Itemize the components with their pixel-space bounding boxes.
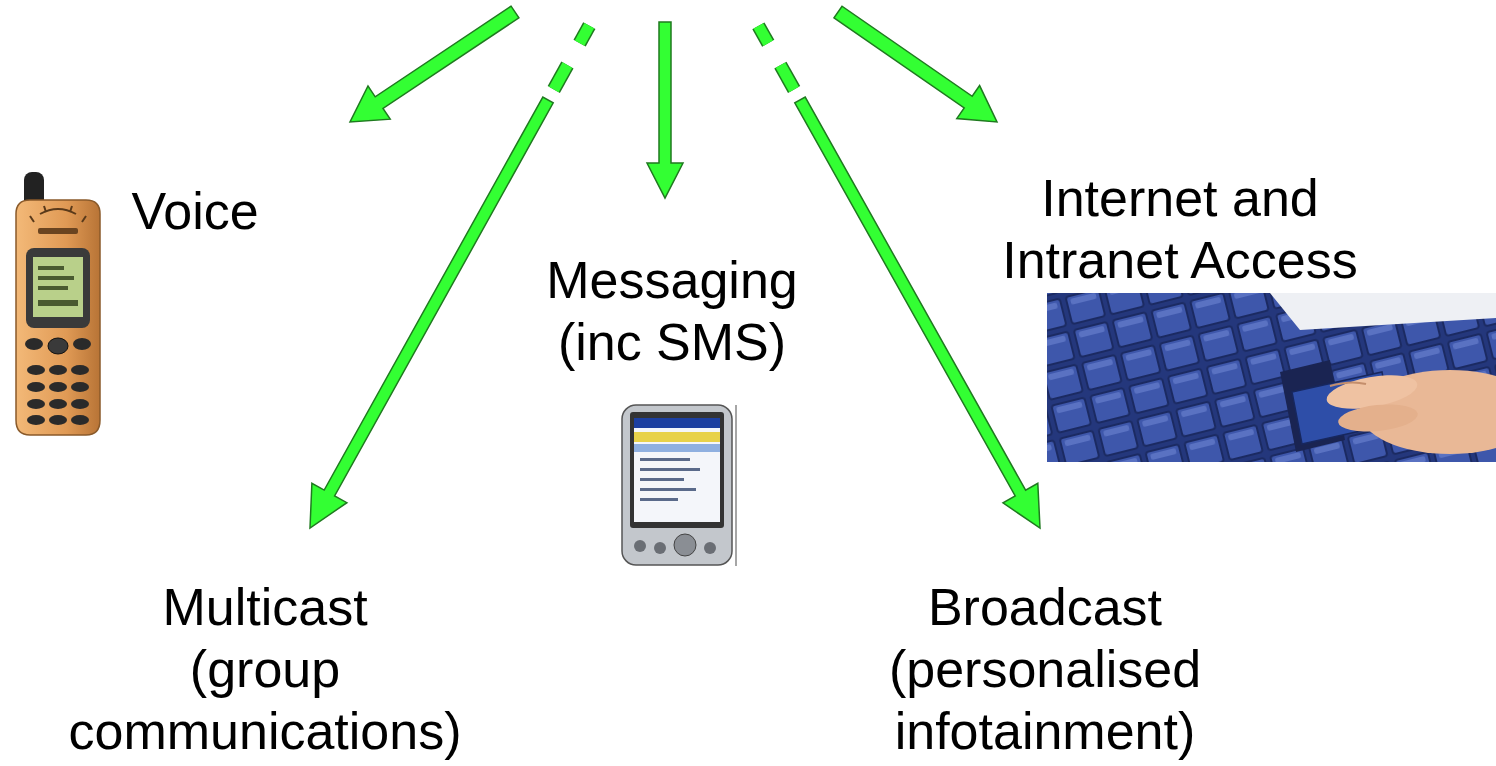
laptop-photo-part: [1330, 382, 1366, 386]
mobile-phone-part: [33, 257, 83, 317]
pda-device-part: [640, 458, 690, 461]
mobile-phone-part: [27, 399, 45, 409]
pda-device-part: [634, 418, 720, 522]
pda-device-part: [634, 432, 720, 442]
mobile-phone-part: [71, 382, 89, 392]
dash-outline: [758, 26, 768, 43]
pda-device-part: [704, 542, 716, 554]
pda-device-part: [674, 534, 696, 556]
label-line: infotainment): [889, 700, 1201, 762]
pda-device-part: [630, 412, 724, 528]
dash-outline: [554, 65, 568, 90]
mobile-phone-part: [27, 382, 45, 392]
mobile-phone-part: [48, 338, 68, 354]
pda-device-part: [640, 498, 678, 501]
mobile-phone-part: [71, 399, 89, 409]
arrow-voice: [350, 6, 519, 122]
label-line: Voice: [131, 180, 258, 242]
pda-device-part: [634, 540, 646, 552]
pda-device-part: [634, 418, 720, 428]
pda-device-part: [735, 405, 737, 566]
arrow-dashes: [554, 26, 794, 90]
mobile-phone-part: [27, 365, 45, 375]
pda-device-part: [640, 488, 696, 491]
label-line: (personalised: [889, 638, 1201, 700]
dash-fill: [580, 26, 590, 44]
laptop-photo-part: [1337, 401, 1419, 435]
mobile-phone-part: [38, 286, 68, 290]
mobile-phone-part: [27, 415, 45, 425]
service-label: Broadcast (personalised infotainment): [889, 576, 1201, 762]
pda-device: [622, 405, 736, 566]
dash-fill: [780, 65, 794, 89]
mobile-phone-part: [25, 338, 43, 350]
pda-device-part: [622, 405, 732, 565]
service-arrows: [310, 6, 1040, 528]
label-line: Broadcast: [889, 576, 1201, 638]
label-line: Intranet Access: [1002, 229, 1358, 291]
mobile-phone-part: [49, 365, 67, 375]
pda-device-part: [640, 478, 684, 481]
label-line: Internet and: [1002, 167, 1358, 229]
mobile-phone-part: [38, 300, 78, 306]
mobile-phone-part: [49, 415, 67, 425]
arrow-messaging: [647, 22, 683, 198]
dash-fill: [554, 65, 568, 90]
mobile-phone-part: [38, 266, 64, 270]
dash-outline: [780, 65, 794, 89]
dash-fill: [758, 26, 768, 43]
service-label: Multicast (group communications): [68, 576, 461, 762]
mobile-phone-part: [26, 248, 90, 328]
mobile-phone-part: [38, 228, 78, 234]
arrow-multicast: [310, 97, 553, 528]
mobile-phone: [16, 172, 100, 435]
mobile-phone-part: [49, 382, 67, 392]
laptop-photo: [1047, 293, 1496, 462]
mobile-phone-part: [16, 200, 100, 435]
label-line: (group: [68, 638, 461, 700]
service-label: Voice: [131, 180, 258, 242]
mobile-phone-part: [49, 399, 67, 409]
mobile-phone-part: [71, 415, 89, 425]
pda-device-part: [640, 468, 700, 471]
service-label: Messaging (inc SMS): [546, 249, 797, 373]
label-line: Messaging: [546, 249, 797, 311]
pda-device-part: [654, 542, 666, 554]
label-line: communications): [68, 700, 461, 762]
mobile-phone-part: [30, 206, 86, 222]
pda-device-part: [634, 444, 720, 452]
label-line: (inc SMS): [546, 311, 797, 373]
mobile-phone-part: [38, 276, 74, 280]
dash-outline: [580, 26, 590, 44]
laptop-photo-part: [1270, 293, 1496, 330]
mobile-phone-part: [73, 338, 91, 350]
arrow-internet: [834, 6, 997, 122]
service-label: Internet and Intranet Access: [1002, 167, 1358, 291]
arrow-broadcast: [795, 97, 1040, 528]
mobile-phone-part: [71, 365, 89, 375]
label-line: Multicast: [68, 576, 461, 638]
